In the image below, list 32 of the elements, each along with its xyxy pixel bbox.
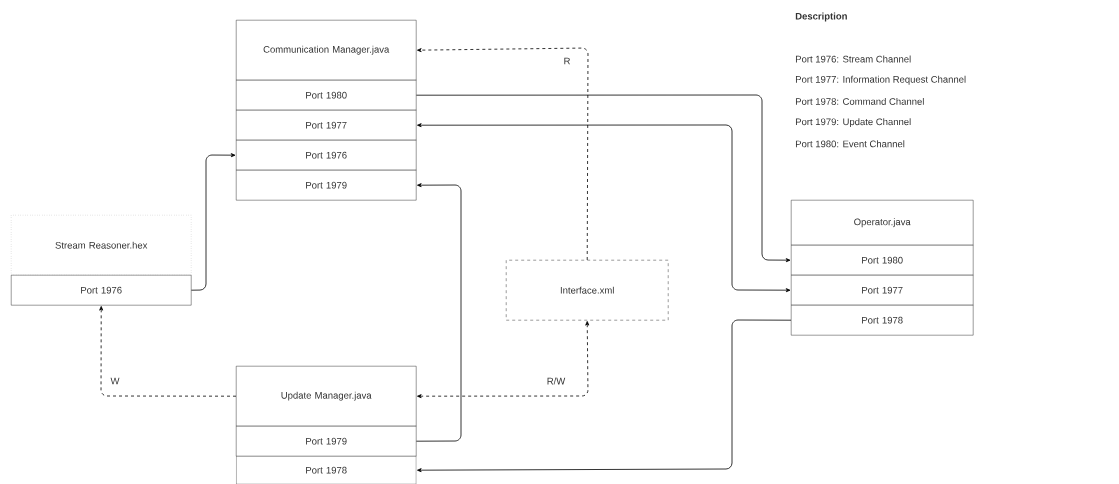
- port-cell: Port 1978: [791, 305, 974, 336]
- component-box: Operator.java: [791, 200, 974, 246]
- arrow: [416, 183, 462, 442]
- port-cell: Port 1977: [791, 275, 974, 306]
- port-cell: Port 1980: [236, 80, 417, 111]
- component-box: Stream Reasoner.hex: [11, 215, 192, 276]
- port-cell: Port 1976: [11, 275, 192, 306]
- arrow: [416, 94, 791, 263]
- description-line: Port 1976: Stream Channel: [796, 55, 911, 63]
- arrow: [417, 47, 589, 261]
- port-cell: Port 1979: [236, 426, 417, 457]
- port-cell: Port 1979: [236, 170, 417, 201]
- component-box: Communication Manager.java: [236, 20, 417, 81]
- description-line: Port 1978: Command Channel: [796, 97, 924, 105]
- edge-label: R: [562, 56, 572, 66]
- edge-label: W: [109, 376, 121, 386]
- description-heading: Description: [795, 12, 847, 22]
- description-line: Port 1979: Update Channel: [796, 118, 911, 128]
- description-line: Port 1977: Information Request Channel: [796, 75, 966, 85]
- port-cell: Port 1976: [236, 140, 417, 171]
- arrow: [417, 319, 792, 473]
- edge-label: R/W: [545, 376, 567, 386]
- arrow: [417, 321, 590, 399]
- port-cell: Port 1978: [236, 456, 417, 484]
- component-box: Update Manager.java: [236, 366, 417, 427]
- arrow: [417, 123, 791, 293]
- file-box: Interface.xml: [506, 260, 669, 321]
- arrow: [99, 306, 237, 397]
- port-cell: Port 1977: [236, 110, 417, 141]
- port-cell: Port 1980: [791, 245, 974, 276]
- description-line: Port 1980: Event Channel: [796, 140, 905, 148]
- arrow: [191, 153, 236, 291]
